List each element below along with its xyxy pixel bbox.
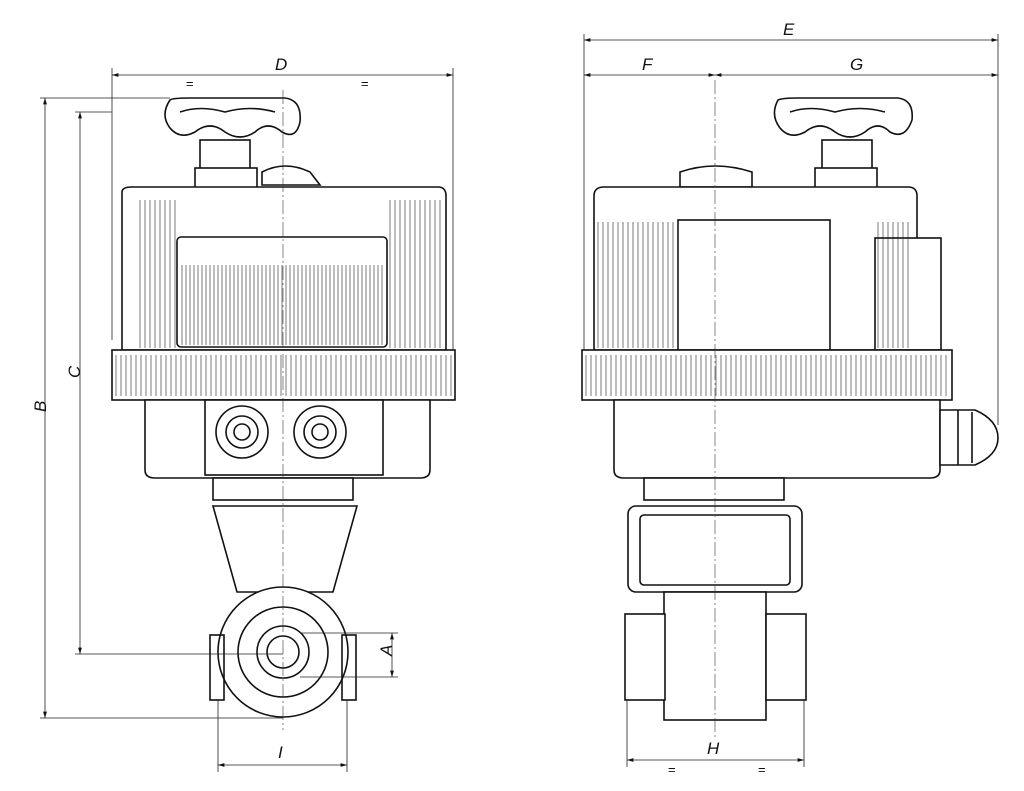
dim-label-h: H: [707, 739, 720, 758]
side-view: [581, 80, 999, 740]
dim-label-b: B: [31, 401, 50, 412]
dim-label-f: F: [642, 55, 654, 74]
front-view: [111, 90, 456, 730]
side-cable-gland-icon: [939, 409, 999, 466]
handwheel-side-icon: [773, 97, 914, 189]
dim-equal-mark: =: [668, 762, 676, 777]
dim-label-c: C: [65, 365, 84, 378]
dim-equal-mark: =: [186, 76, 194, 91]
dim-label-a: A: [377, 645, 396, 657]
dim-label-g: G: [850, 55, 863, 74]
cover-ribs: [139, 200, 441, 348]
dimension-lines: [40, 34, 999, 772]
dim-equal-mark: =: [758, 762, 766, 777]
dim-label-d: D: [275, 55, 287, 74]
handwheel-icon: [164, 97, 302, 189]
dim-label-i: I: [278, 743, 283, 762]
dim-label-e: E: [783, 20, 795, 39]
dim-equal-mark: =: [361, 76, 369, 91]
cable-gland-icon: [215, 405, 347, 459]
